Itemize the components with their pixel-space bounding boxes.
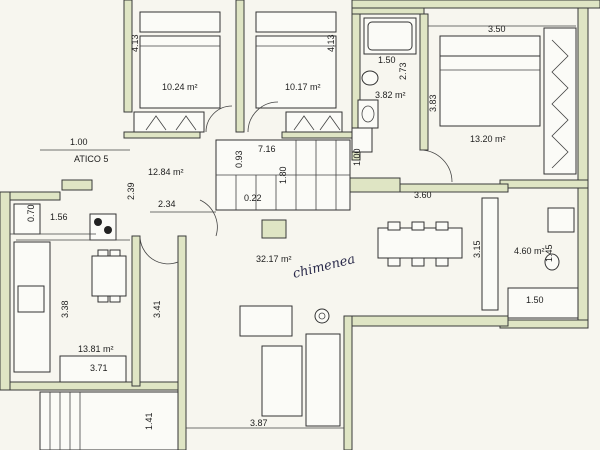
master-bedroom (419, 27, 577, 183)
label-chimenea: chimenea (291, 252, 356, 282)
dim-180: 1.80 (278, 166, 288, 184)
dim-341: 3.41 (152, 300, 162, 318)
dim-360: 3.60 (414, 190, 432, 200)
bedroom-2 (247, 11, 343, 133)
area-living-room: 32.17 m² (256, 254, 292, 264)
dim-413-b: 4.13 (326, 34, 336, 52)
dim-239: 2.39 (126, 182, 136, 200)
dim-093: 0.93 (234, 150, 244, 168)
bedroom-1 (133, 11, 233, 133)
dim-070: 0.70 (26, 204, 36, 222)
dim-022: 0.22 (244, 193, 262, 203)
area-kitchen: 13.81 m² (78, 344, 114, 354)
dim-234: 2.34 (158, 199, 176, 209)
dim-413-a: 4.13 (130, 34, 140, 52)
bathroom-1 (351, 17, 417, 153)
stairs (139, 139, 351, 265)
dim-150-b: 1.50 (526, 295, 544, 305)
dim-150-a: 1.50 (378, 55, 396, 65)
area-bedroom-2: 10.17 m² (285, 82, 321, 92)
dim-100-b: 1.00 (352, 148, 362, 166)
living-room (239, 197, 499, 427)
dim-273: 2.73 (398, 62, 408, 80)
bathroom-2 (507, 207, 579, 319)
area-master-bedroom: 13.20 m² (470, 134, 506, 144)
label-atico: ATICO 5 (74, 154, 108, 164)
dim-315: 3.15 (472, 240, 482, 258)
dim-716: 7.16 (258, 144, 276, 154)
dim-141: 1.41 (144, 412, 154, 430)
area-bathroom-2: 4.60 m² (514, 246, 545, 256)
dim-383: 3.83 (428, 94, 438, 112)
dim-145: 1.45 (544, 244, 554, 262)
dim-156: 1.56 (50, 212, 68, 222)
dim-100-a: 1.00 (70, 137, 88, 147)
dim-371: 3.71 (90, 363, 108, 373)
dimension-lines (10, 25, 576, 429)
area-bathroom-1: 3.82 m² (375, 90, 406, 100)
dim-350: 3.50 (488, 24, 506, 34)
terrace (39, 391, 179, 450)
dim-387: 3.87 (250, 418, 268, 428)
dim-338: 3.38 (60, 300, 70, 318)
kitchen (13, 203, 130, 383)
area-bedroom-1: 10.24 m² (162, 82, 198, 92)
area-hall: 12.84 m² (148, 167, 184, 177)
